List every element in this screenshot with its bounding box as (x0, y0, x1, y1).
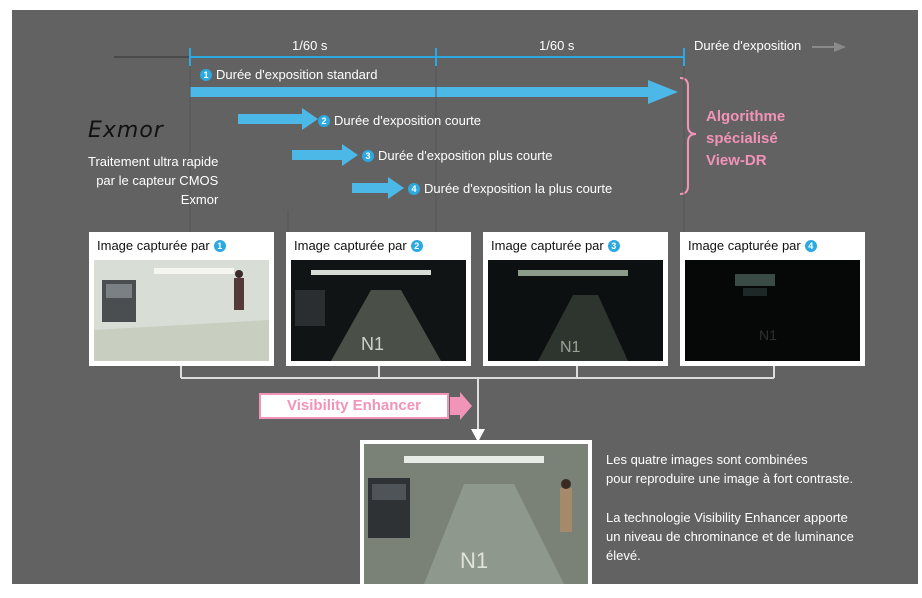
enhancer-arrow-icon (450, 392, 472, 420)
capture-caption-text: Image capturée par (294, 238, 407, 253)
interval-label-1: 1/60 s (292, 38, 328, 53)
exposure-label-4: 4 Durée d'exposition la plus courte (408, 181, 612, 196)
result-description-2: La technologie Visibility Enhancer appor… (606, 508, 854, 565)
exposure-label-2: 2 Durée d'exposition courte (318, 113, 481, 128)
combined-photo: N1 (364, 444, 588, 584)
algorithm-brace (679, 77, 697, 195)
diagram-panel: 1/60 s 1/60 s Durée d'exposition 1 Durée… (12, 10, 918, 584)
brand-line-2: par le capteur CMOS (96, 173, 219, 188)
exmor-logo: Exmor (88, 118, 164, 143)
algorithm-line-3: View-DR (706, 152, 767, 169)
parking-photo-shorter: N1 (488, 260, 663, 361)
algorithm-line-1: Algorithme (706, 108, 786, 125)
capture-caption-text: Image capturée par (97, 238, 210, 253)
exposure-label-3: 3 Durée d'exposition plus courte (362, 148, 552, 163)
capture-caption-text: Image capturée par (688, 238, 801, 253)
result-line-3: La technologie Visibility Enhancer appor… (606, 510, 848, 525)
number-badge-icon: 4 (408, 182, 420, 195)
capture-image-1 (94, 260, 269, 361)
exposure-label-1: 1 Durée d'exposition standard (200, 67, 377, 82)
number-badge-icon: 4 (804, 239, 817, 252)
exposure-text-3: Durée d'exposition plus courte (378, 148, 553, 163)
capture-caption-text: Image capturée par (491, 238, 604, 253)
svg-text:N1: N1 (361, 334, 384, 354)
number-badge-icon: 1 (200, 68, 212, 81)
result-line-2: pour reproduire une image à fort contras… (606, 471, 854, 486)
axis-label: Durée d'exposition (694, 38, 802, 53)
exposure-text-2: Durée d'exposition courte (334, 113, 482, 128)
exposure-arrow-1-head (648, 80, 678, 104)
exposure-arrow-1 (190, 87, 648, 97)
exposure-text-1: Durée d'exposition standard (216, 67, 378, 82)
exposure-arrow-2 (238, 114, 302, 124)
brand-line-1: Traitement ultra rapide (88, 154, 219, 169)
capture-image-2: N1 (291, 260, 466, 361)
parking-photo-overexposed (94, 260, 269, 361)
result-description-1: Les quatre images sont combinées pour re… (606, 450, 853, 488)
interval-label-2: 1/60 s (539, 38, 575, 53)
algorithm-label: Algorithme spécialisé View-DR (706, 106, 785, 172)
exposure-arrow-3-head (342, 144, 358, 166)
svg-text:N1: N1 (560, 339, 581, 356)
number-badge-icon: 3 (607, 239, 620, 252)
connector-arrow-icon (471, 429, 485, 442)
number-badge-icon: 1 (213, 239, 226, 252)
capture-image-3: N1 (488, 260, 663, 361)
parking-photo-shortest: N1 (685, 260, 860, 361)
brand-line-3: Exmor (180, 192, 219, 207)
number-badge-icon: 2 (318, 114, 330, 127)
result-line-4: un niveau de chrominance et de luminance (606, 529, 854, 544)
result-card: N1 (360, 440, 592, 584)
svg-text:N1: N1 (759, 327, 777, 343)
axis-arrow-icon (834, 42, 846, 52)
diagram-lines (114, 42, 846, 442)
enhancer-box (259, 393, 449, 419)
number-badge-icon: 3 (362, 149, 374, 162)
exposure-arrow-4 (352, 183, 388, 193)
svg-text:N1: N1 (460, 548, 488, 573)
parking-photo-short: N1 (291, 260, 466, 361)
exposure-arrow-3 (292, 150, 342, 160)
algorithm-line-2: spécialisé (706, 130, 778, 147)
number-badge-icon: 2 (410, 239, 423, 252)
result-line-5: élevé. (606, 548, 641, 563)
capture-image-4: N1 (685, 260, 860, 361)
exposure-arrow-4-head (388, 177, 404, 199)
brand-description: Traitement ultra rapide par le capteur C… (88, 152, 218, 209)
result-line-1: Les quatre images sont combinées (606, 452, 808, 467)
exposure-arrow-2-head (302, 108, 318, 130)
exposure-text-4: Durée d'exposition la plus courte (424, 181, 613, 196)
enhancer-label: Visibility Enhancer (287, 397, 421, 414)
